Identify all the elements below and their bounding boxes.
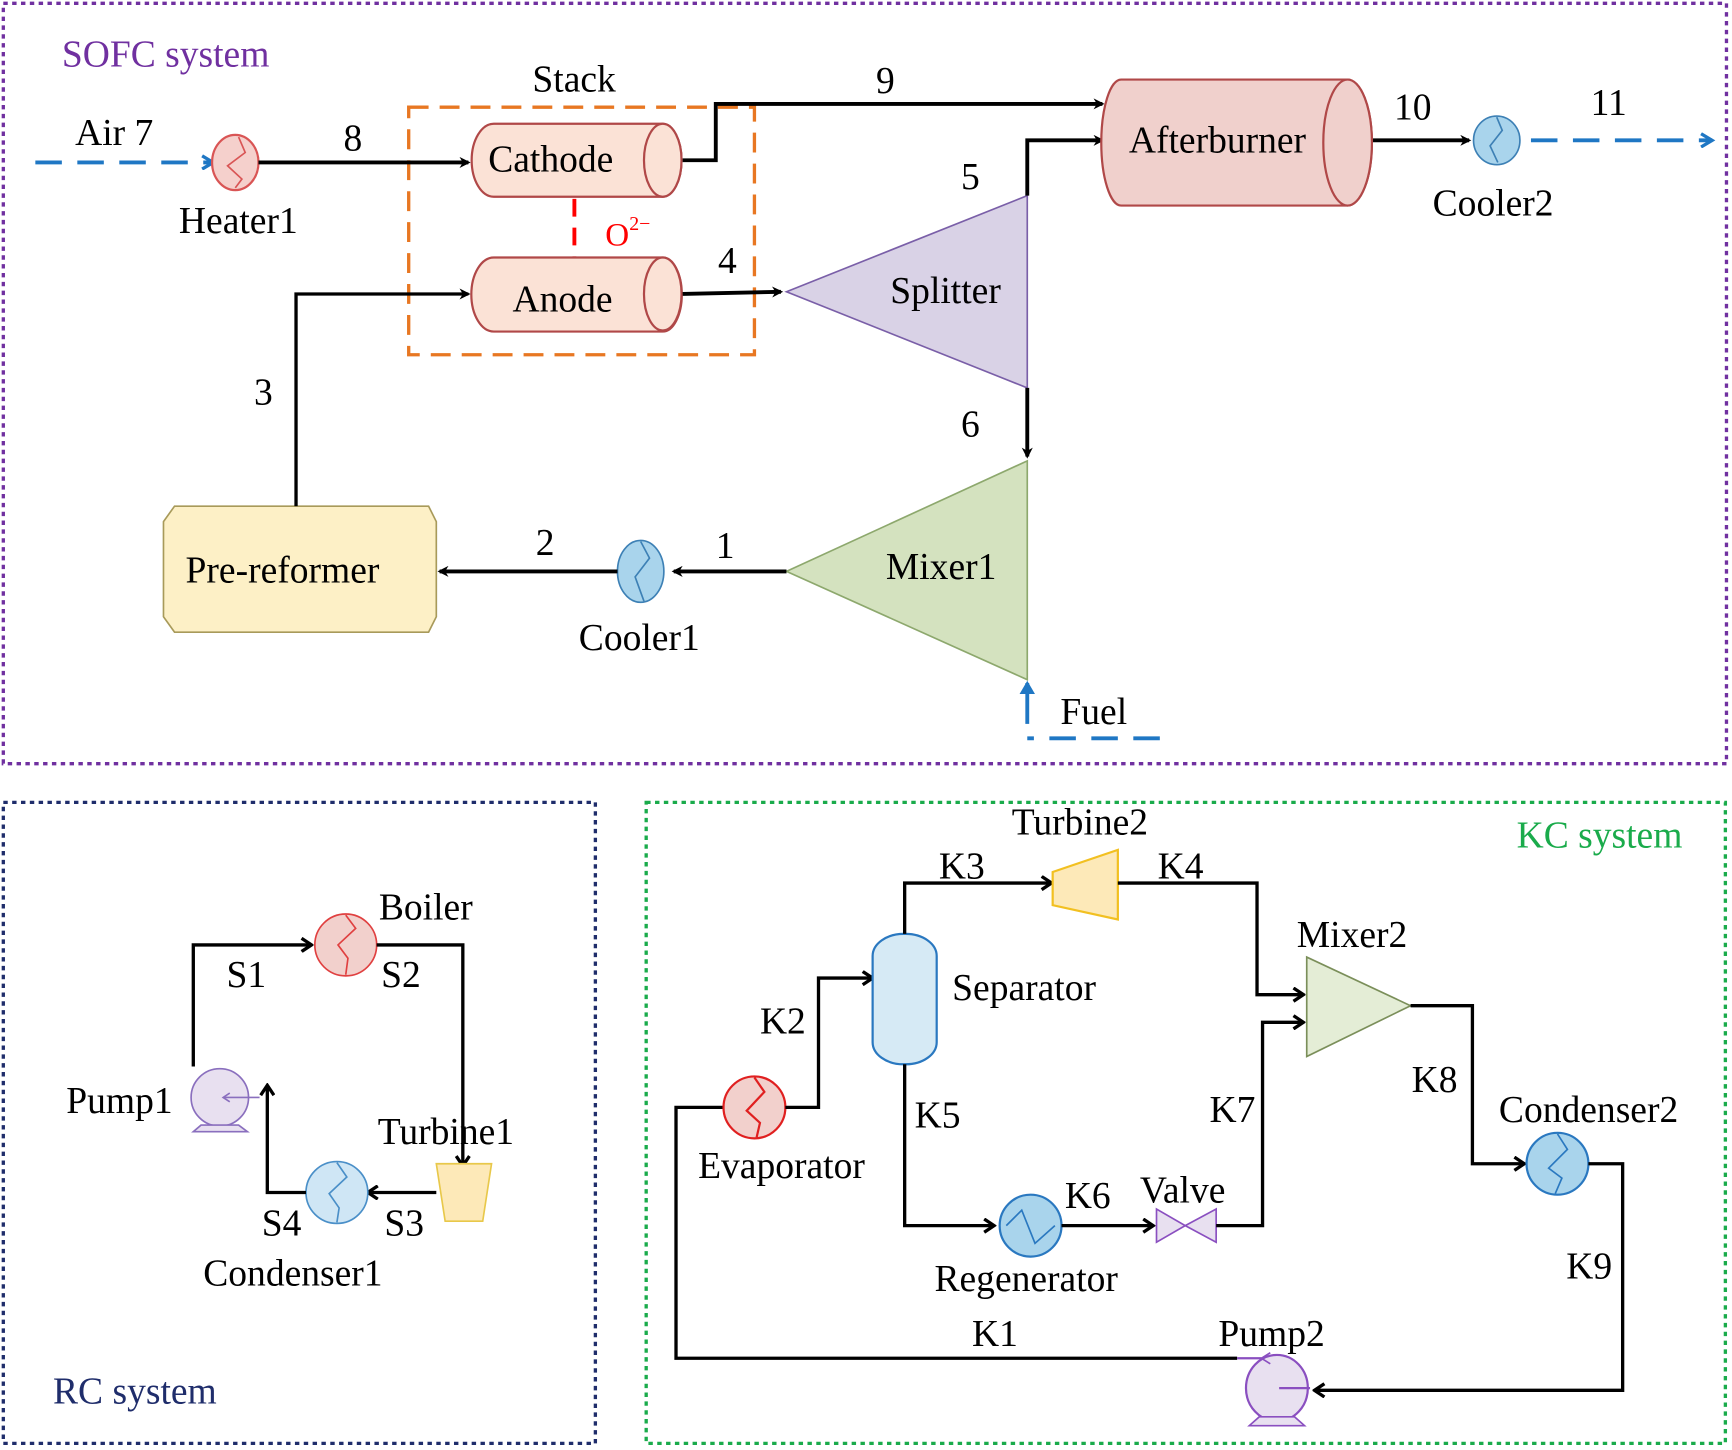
splitter-label: Splitter xyxy=(890,271,1001,312)
stream-2-label: 2 xyxy=(536,523,555,564)
stream-k3-label: K3 xyxy=(939,847,985,888)
stream-k8-label: K8 xyxy=(1412,1060,1458,1101)
sofc-title: SOFC system xyxy=(62,34,270,75)
kc-border xyxy=(644,800,1728,1446)
cooler2-label: Cooler2 xyxy=(1433,184,1554,225)
cathode-label: Cathode xyxy=(488,139,613,180)
stream-9-label: 9 xyxy=(876,61,895,102)
stream-s1-label: S1 xyxy=(226,955,266,996)
boiler-label: Boiler xyxy=(379,888,473,929)
stream-k9 xyxy=(1314,1162,1625,1391)
ion-label: O2− xyxy=(605,213,650,253)
stream-k2 xyxy=(785,978,872,1110)
stream-k3 xyxy=(903,883,1052,934)
stream-k1 xyxy=(674,1105,1238,1360)
turbine1-icon xyxy=(435,1162,493,1223)
stream-s4-label: S4 xyxy=(262,1204,302,1245)
stream-k8 xyxy=(1410,1004,1525,1164)
pump2-label: Pump2 xyxy=(1218,1314,1324,1355)
regenerator-icon xyxy=(998,1193,1063,1258)
ion-symbol: O xyxy=(605,216,629,253)
afterburner-icon xyxy=(1100,78,1374,207)
heater1-icon xyxy=(210,133,260,192)
stream-k4 xyxy=(1117,881,1304,995)
condenser1-icon xyxy=(305,1160,369,1225)
air-label: Air 7 xyxy=(75,113,153,154)
condenser1-label: Condenser1 xyxy=(203,1253,382,1294)
sofc-border xyxy=(1,1,1729,766)
separator-label: Separator xyxy=(952,968,1096,1009)
evaporator-icon xyxy=(722,1075,787,1140)
rc-system: RC system S1 Boiler S2 Turbine1 S3 Conde… xyxy=(1,800,598,1446)
stream-8-label: 8 xyxy=(344,118,363,159)
condenser2-icon xyxy=(1525,1131,1590,1196)
anode-label: Anode xyxy=(513,280,613,321)
stream-k7 xyxy=(1216,1022,1303,1228)
turbine1-label: Turbine1 xyxy=(378,1112,514,1153)
cooler1-icon xyxy=(616,539,665,604)
stack-label: Stack xyxy=(532,60,616,101)
stream-k9-label: K9 xyxy=(1566,1247,1612,1288)
evaporator-label: Evaporator xyxy=(698,1146,865,1187)
pump2-icon xyxy=(1237,1352,1311,1427)
stream-4-label: 4 xyxy=(718,241,737,282)
valve-icon xyxy=(1155,1207,1217,1244)
stream-1-label: 1 xyxy=(716,526,735,567)
stream-5 xyxy=(1025,134,1105,196)
rc-title: RC system xyxy=(53,1372,217,1413)
stream-6-label: 6 xyxy=(961,405,980,446)
boiler-icon xyxy=(313,913,378,977)
regenerator-label: Regenerator xyxy=(934,1259,1118,1300)
kc-title: KC system xyxy=(1517,816,1683,857)
splitter-icon xyxy=(784,194,1029,390)
cooler2-icon xyxy=(1472,115,1521,166)
cathode-icon xyxy=(470,122,683,198)
stream-k7-label: K7 xyxy=(1210,1090,1256,1131)
stream-s2-label: S2 xyxy=(381,955,421,996)
mixer2-icon xyxy=(1305,955,1413,1058)
stream-k5-label: K5 xyxy=(915,1095,961,1136)
stream-3 xyxy=(294,288,471,507)
kc-system: KC system K1 Evaporator K2 Separator K3 … xyxy=(644,800,1728,1446)
prereformer-icon xyxy=(162,505,438,633)
pump1-label: Pump1 xyxy=(66,1081,172,1122)
rc-border xyxy=(1,800,598,1446)
mixer1-label: Mixer1 xyxy=(886,547,997,588)
stream-s3-label: S3 xyxy=(384,1204,424,1245)
anode-icon xyxy=(470,256,683,333)
sofc-system: SOFC system Stack Air 7 Heater1 8 Cathod… xyxy=(1,1,1729,766)
prereformer-label: Pre-reformer xyxy=(186,550,380,591)
stream-k2-label: K2 xyxy=(760,1001,806,1042)
stream-k1-label: K1 xyxy=(972,1314,1018,1355)
stream-k4-label: K4 xyxy=(1158,847,1204,888)
ion-charge: 2− xyxy=(629,213,650,235)
cooler1-label: Cooler1 xyxy=(579,618,700,659)
stream-4 xyxy=(682,286,784,298)
turbine2-label: Turbine2 xyxy=(1012,802,1148,843)
stream-11-label: 11 xyxy=(1591,83,1627,124)
stream-s4 xyxy=(267,1085,306,1195)
stream-k6-label: K6 xyxy=(1065,1176,1111,1217)
stream-s1 xyxy=(191,945,311,1067)
stream-s2 xyxy=(376,943,463,1166)
stream-5-label: 5 xyxy=(961,157,980,198)
stream-k5 xyxy=(903,1064,994,1225)
stream-9 xyxy=(682,98,1105,163)
stream-10-label: 10 xyxy=(1394,87,1432,128)
mixer1-icon xyxy=(784,459,1029,681)
stack-border xyxy=(407,105,757,357)
valve-label: Valve xyxy=(1140,1170,1225,1211)
separator-icon xyxy=(871,932,938,1066)
condenser2-label: Condenser2 xyxy=(1499,1090,1678,1131)
fuel-label: Fuel xyxy=(1060,692,1127,733)
heater1-label: Heater1 xyxy=(179,201,298,242)
stream-3-label: 3 xyxy=(254,372,273,413)
pump1-icon xyxy=(190,1067,260,1133)
turbine2-icon xyxy=(1051,848,1119,921)
afterburner-label: Afterburner xyxy=(1129,121,1307,162)
mixer2-label: Mixer2 xyxy=(1297,915,1408,956)
